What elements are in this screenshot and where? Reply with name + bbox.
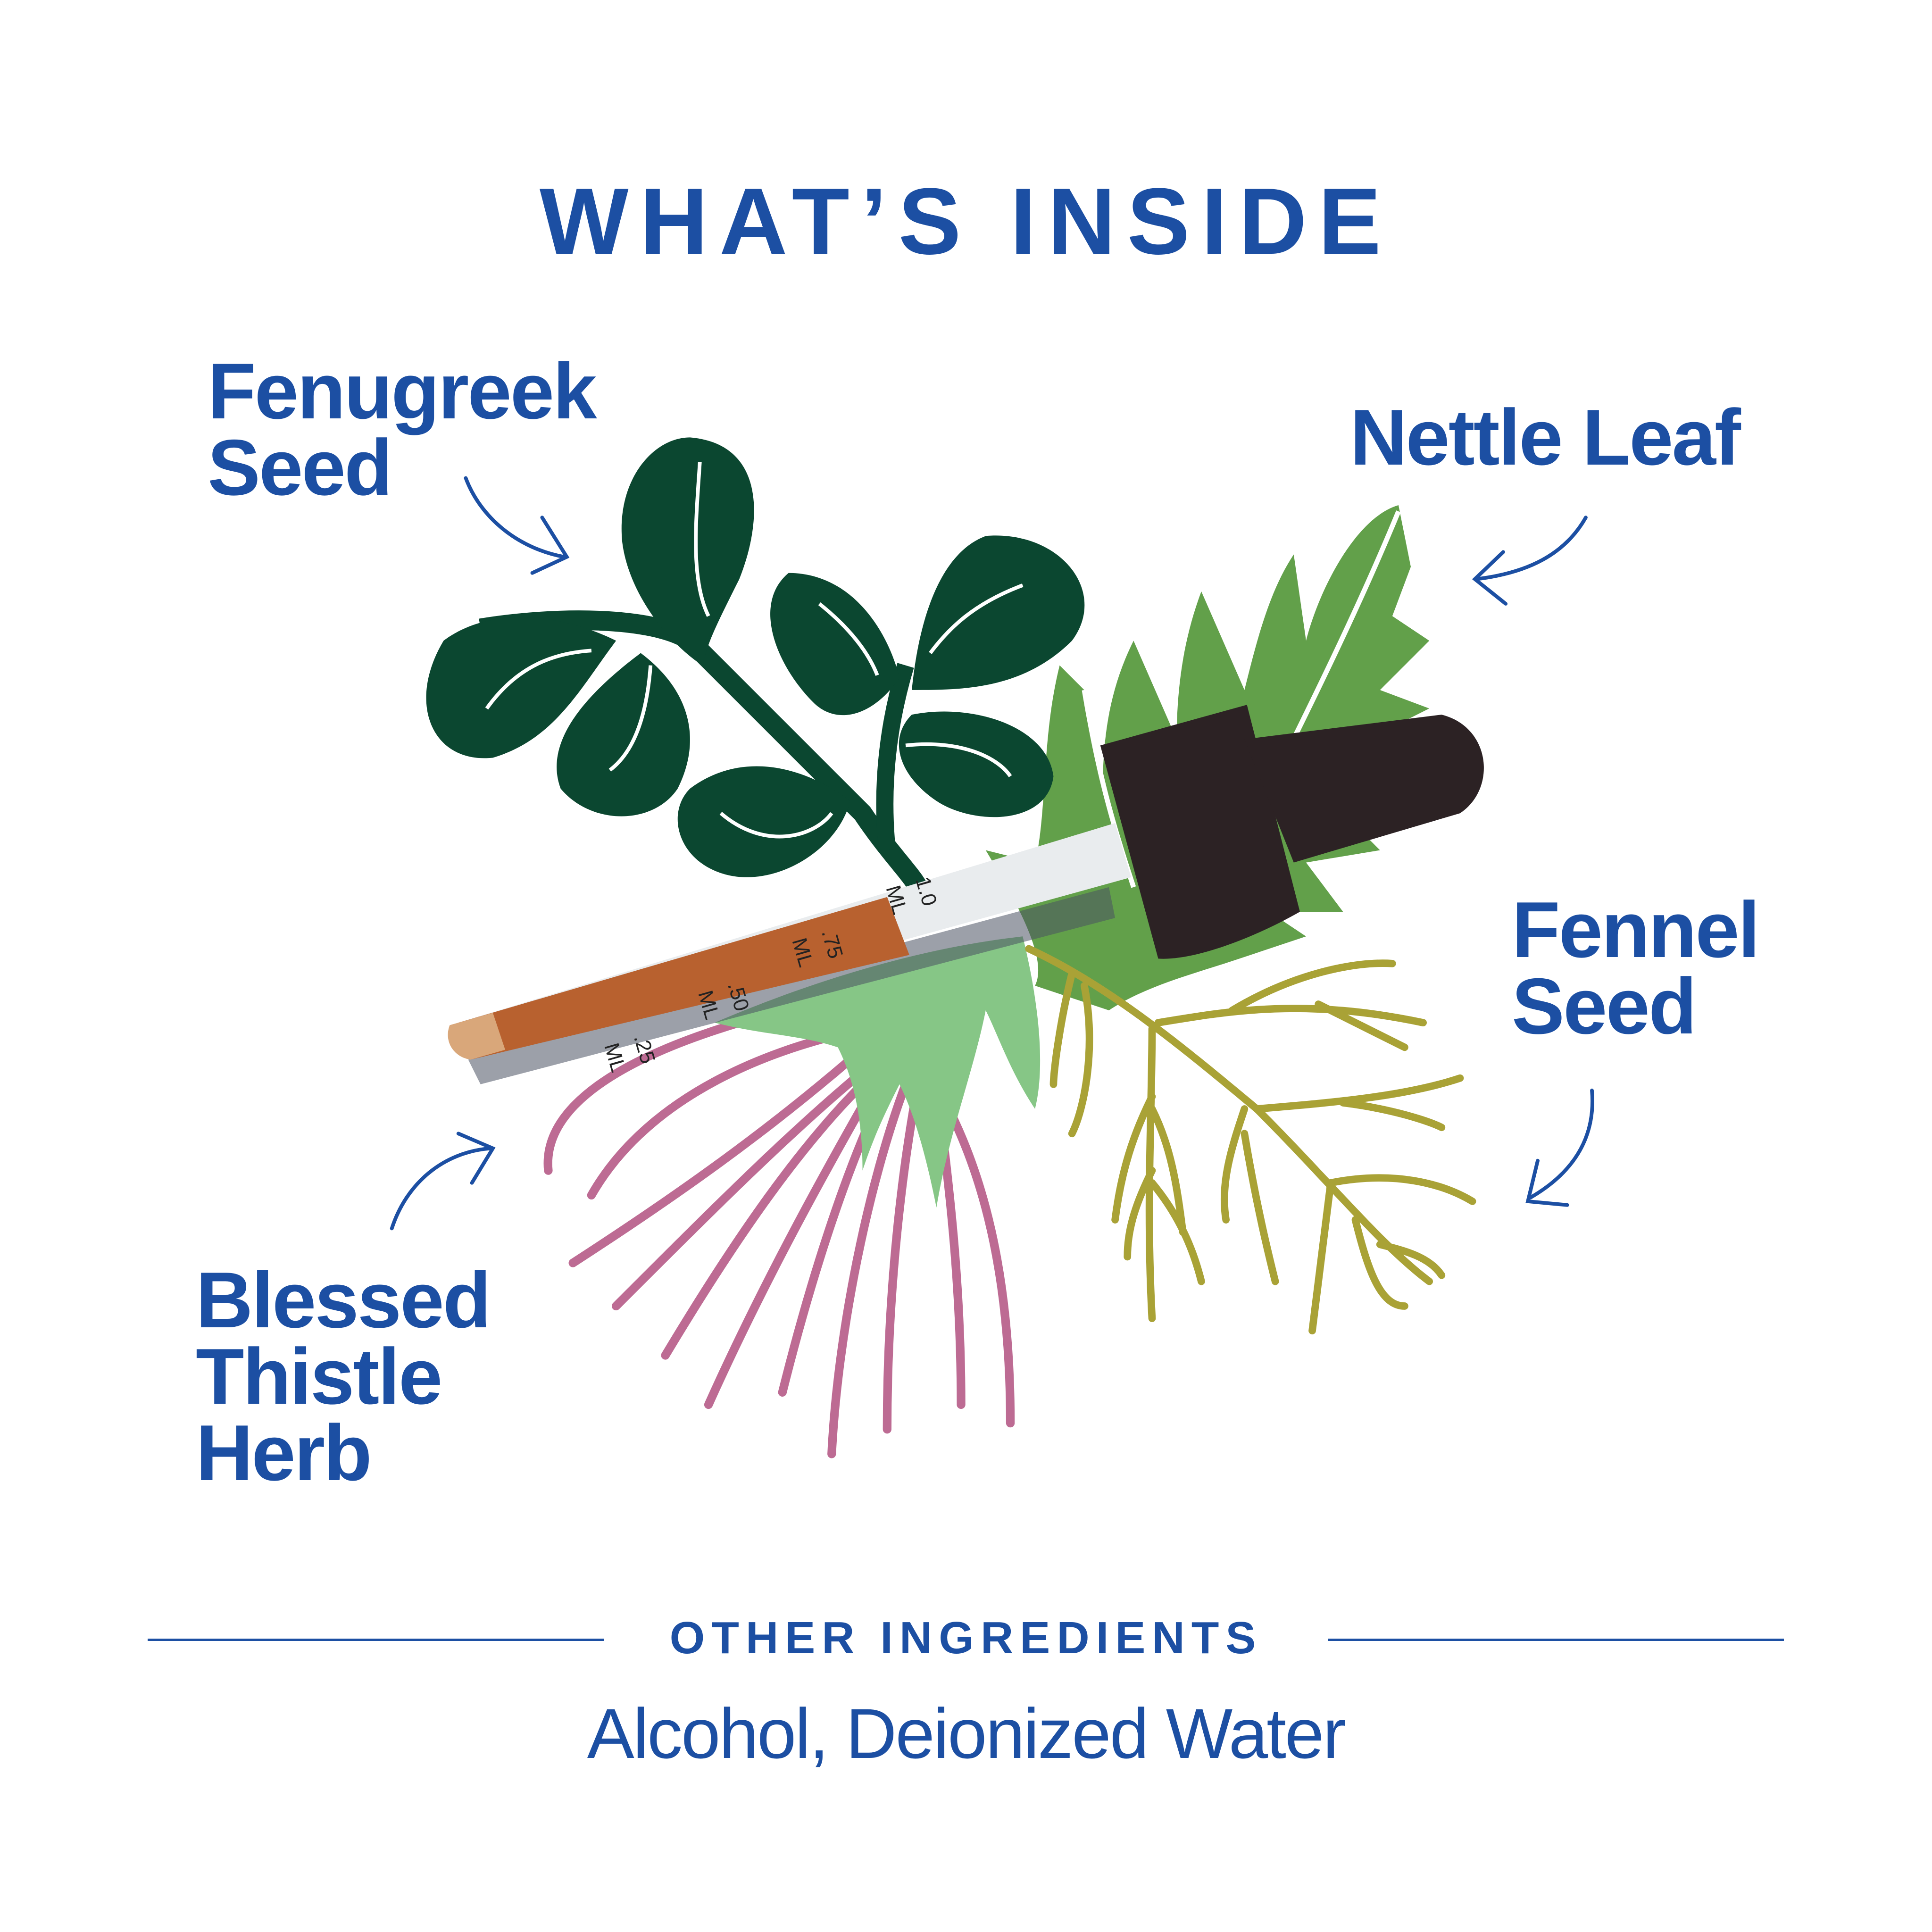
label-line: Thistle (196, 1332, 442, 1421)
fenugreek-seed-illustration (426, 437, 1085, 892)
light-leaf-illustration (715, 936, 1041, 1208)
label-line: Herb (196, 1408, 372, 1497)
arrow-icon-fennel (1525, 1088, 1594, 1207)
divider-left (148, 1639, 604, 1641)
label-line: Fennel (1512, 885, 1760, 974)
label-line: Seed (1512, 962, 1697, 1050)
dropper-illustration: 1.0 .75 .50 .25 ML ML ML ML (448, 705, 1484, 1084)
label-line: Blessed (196, 1256, 491, 1344)
ingredient-label-fennel: Fennel Seed (1512, 885, 1760, 1050)
fennel-seed-illustration (1025, 945, 1476, 1335)
arrow-icon-thistle (390, 1132, 496, 1231)
ingredient-label-nettle: Nettle Leaf (1350, 393, 1741, 482)
label-line: Seed (208, 423, 393, 512)
ingredient-label-fenugreek: Fenugreek Seed (208, 347, 597, 512)
label-line: Fenugreek (208, 347, 597, 435)
other-ingredients-heading: OTHER INGREDIENTS (669, 1613, 1263, 1663)
other-ingredients-list: Alcohol, Deionized Water (587, 1694, 1347, 1773)
page-title: WHAT’S INSIDE (539, 169, 1393, 274)
arrow-icon-fenugreek (464, 476, 570, 575)
label-line: Nettle Leaf (1350, 393, 1741, 482)
ingredient-label-blessed-thistle: Blessed Thistle Herb (196, 1256, 491, 1497)
divider-right (1328, 1639, 1784, 1641)
arrow-icon-nettle (1472, 516, 1588, 606)
